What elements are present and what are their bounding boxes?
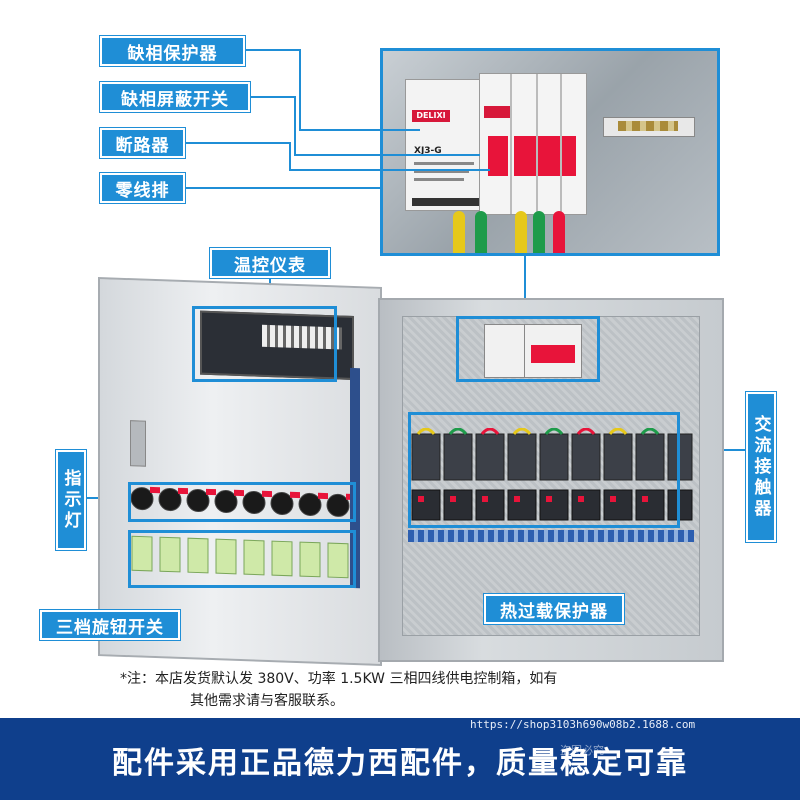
- label-neutral-bar: 零线排: [100, 173, 185, 203]
- brand-badge: DELIXI: [412, 110, 450, 122]
- label-phase-switch: 缺相屏蔽开关: [100, 82, 250, 112]
- note-line2: 其他需求请与客服联系。: [190, 693, 344, 709]
- breaker-highlight: [456, 316, 600, 382]
- contactor-row: [408, 427, 694, 486]
- indicator-lights: [130, 478, 360, 526]
- watermark: 盗图必究: [560, 744, 604, 757]
- model-label: XJ3-G: [414, 146, 442, 156]
- shop-url: https://shop3103h690w08b2.1688.com: [470, 718, 696, 731]
- overload-row: [408, 486, 694, 526]
- label-overload: 热过载保护器: [484, 594, 624, 624]
- note: *注：本店发货默认发 380V、功率 1.5KW 三相四线供电控制箱，如有 其他…: [120, 668, 700, 712]
- temp-controller-highlight: [192, 306, 337, 382]
- cabinet-door: [98, 277, 382, 666]
- label-breaker: 断路器: [100, 128, 185, 158]
- label-knob-switch: 三档旋钮开关: [40, 610, 180, 640]
- knob-highlight: [128, 530, 356, 588]
- footer-slogan: 配件采用正品德力西配件，质量稳定可靠: [112, 746, 688, 781]
- label-contactor: 交流接触器: [746, 392, 776, 542]
- footer-bar: [0, 718, 800, 800]
- label-temp-controller: 温控仪表: [210, 248, 330, 278]
- contactor-highlight: [408, 412, 680, 528]
- detail-photo: DELIXI XJ3-G: [380, 48, 720, 256]
- label-phase-protector: 缺相保护器: [100, 36, 245, 66]
- neutral-bar: [603, 117, 695, 137]
- indicator-highlight: [128, 482, 356, 522]
- breaker-module: [479, 73, 587, 215]
- knob-switches: [130, 528, 360, 586]
- note-line1: *注：本店发货默认发 380V、功率 1.5KW 三相四线供电控制箱，如有: [120, 671, 558, 687]
- label-indicator: 指示灯: [56, 450, 86, 550]
